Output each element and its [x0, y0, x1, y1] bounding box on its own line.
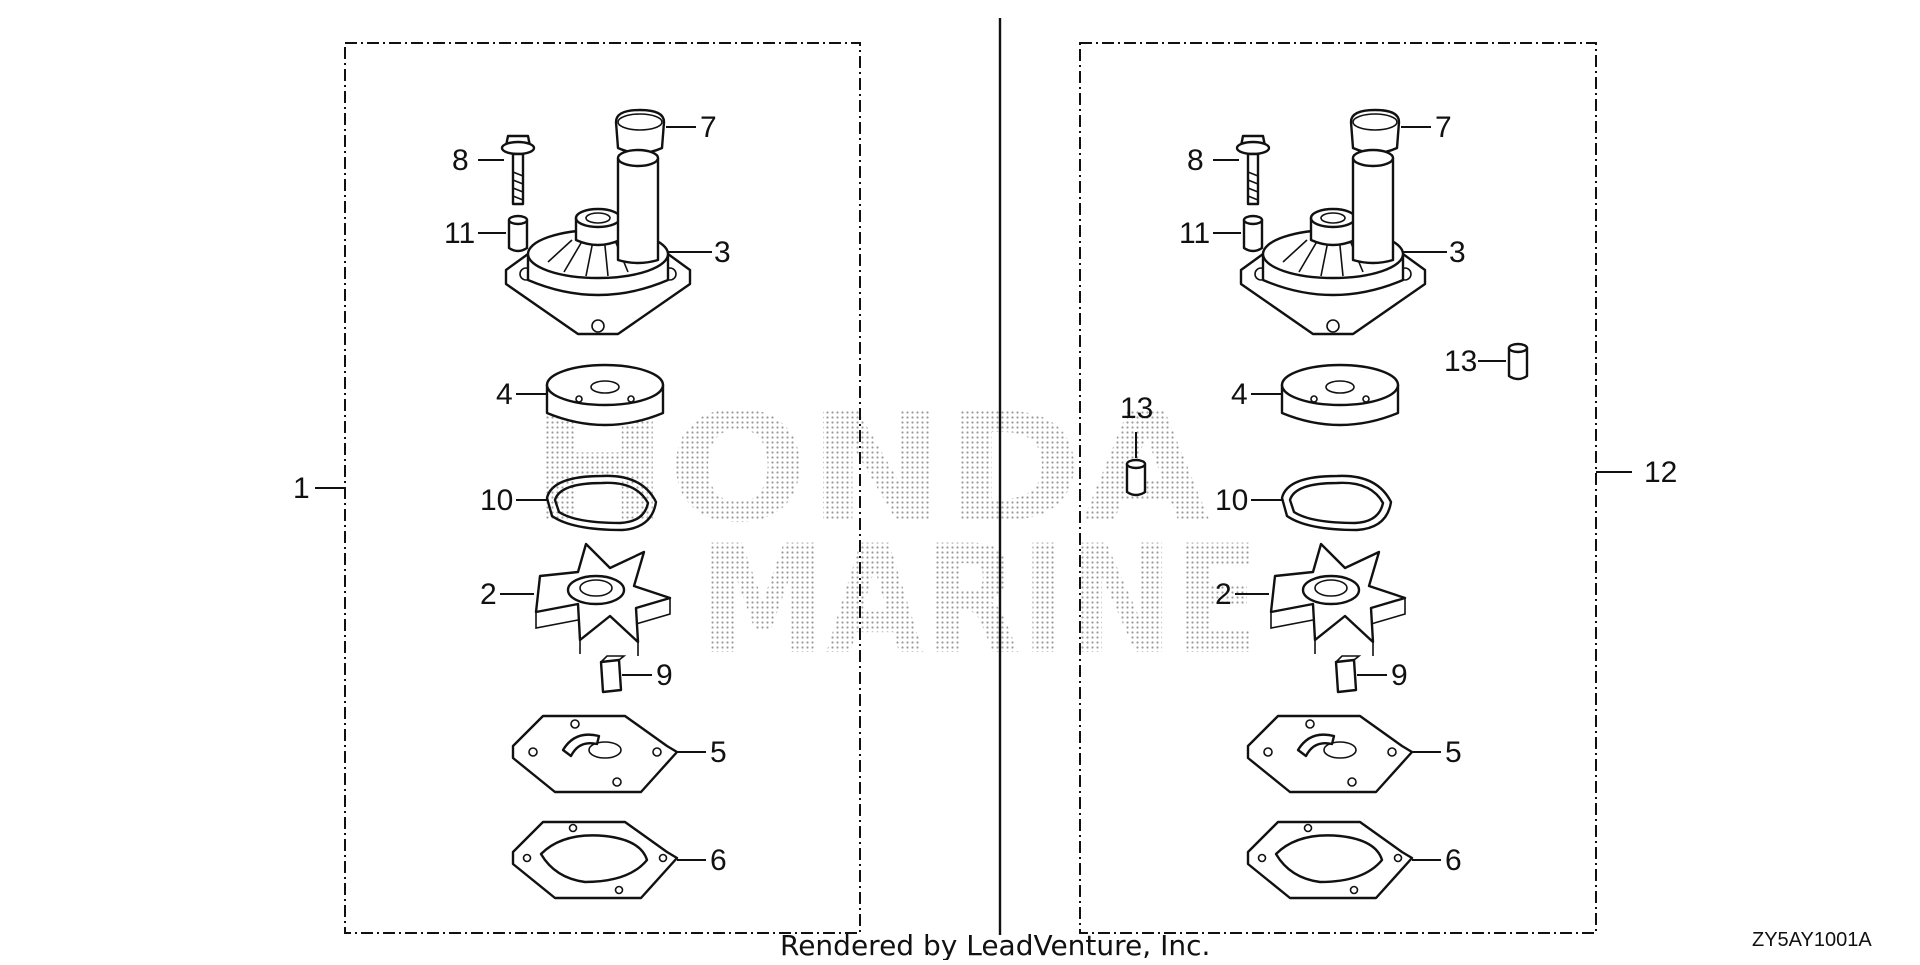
footer-credit: Rendered by LeadVenture, Inc.: [780, 929, 1210, 960]
diagram-code: ZY5AY1001A: [1752, 929, 1872, 951]
part-dowel-pin: [1507, 342, 1529, 381]
right-callout-13b: 13: [1120, 392, 1153, 425]
part-collar: [1242, 214, 1264, 253]
part-housing-liner: [1280, 363, 1400, 427]
left-kit: 1 7 8 11 3 4 10 2 9 5 6: [293, 42, 861, 934]
left-callout-2: 2: [480, 578, 497, 611]
right-callout-11: 11: [1179, 217, 1210, 250]
left-callout-11: 11: [444, 217, 475, 250]
right-kit-callout: 12: [1644, 456, 1677, 489]
watermark-line-2: MARINE: [700, 514, 1260, 688]
part-bolt: [500, 134, 536, 206]
right-callout-7: 7: [1435, 111, 1452, 144]
watermark: HONDA MARINE: [530, 382, 1260, 688]
right-callout-5: 5: [1445, 736, 1462, 769]
right-callout-13: 13: [1444, 345, 1477, 378]
part-bolt: [1235, 134, 1271, 206]
right-callout-4: 4: [1231, 378, 1248, 411]
left-callout-7: 7: [700, 111, 717, 144]
part-cap: [614, 108, 666, 155]
left-callout-3: 3: [714, 236, 731, 269]
part-collar: [507, 214, 529, 253]
part-wear-plate: [1246, 714, 1414, 794]
part-impeller: [1269, 542, 1407, 658]
part-pump-housing: [504, 148, 692, 336]
part-dowel-pin: [1125, 458, 1147, 497]
right-callout-6: 6: [1445, 844, 1462, 877]
part-gasket: [511, 820, 679, 900]
left-callout-9: 9: [656, 659, 673, 692]
left-kit-callout: 1: [293, 472, 310, 505]
part-wear-plate: [511, 714, 679, 794]
part-pump-housing: [1239, 148, 1427, 336]
left-callout-5: 5: [710, 736, 727, 769]
right-callout-8: 8: [1187, 144, 1204, 177]
part-cap: [1349, 108, 1401, 155]
left-callout-4: 4: [496, 378, 513, 411]
part-key: [1334, 654, 1361, 694]
right-callout-10: 10: [1215, 484, 1248, 517]
right-callout-3: 3: [1449, 236, 1466, 269]
part-impeller: [534, 542, 672, 658]
right-callout-2: 2: [1215, 578, 1232, 611]
right-kit-boundary: [1079, 42, 1597, 934]
right-kit: 12 7 8 11 3 13 4 13 10 2 9 5: [1079, 42, 1677, 934]
left-callout-6: 6: [710, 844, 727, 877]
part-key: [599, 654, 626, 694]
part-seal: [1280, 474, 1393, 532]
left-callout-10: 10: [480, 484, 513, 517]
part-housing-liner: [545, 363, 665, 427]
right-callout-9: 9: [1391, 659, 1408, 692]
part-gasket: [1246, 820, 1414, 900]
left-callout-8: 8: [452, 144, 469, 177]
